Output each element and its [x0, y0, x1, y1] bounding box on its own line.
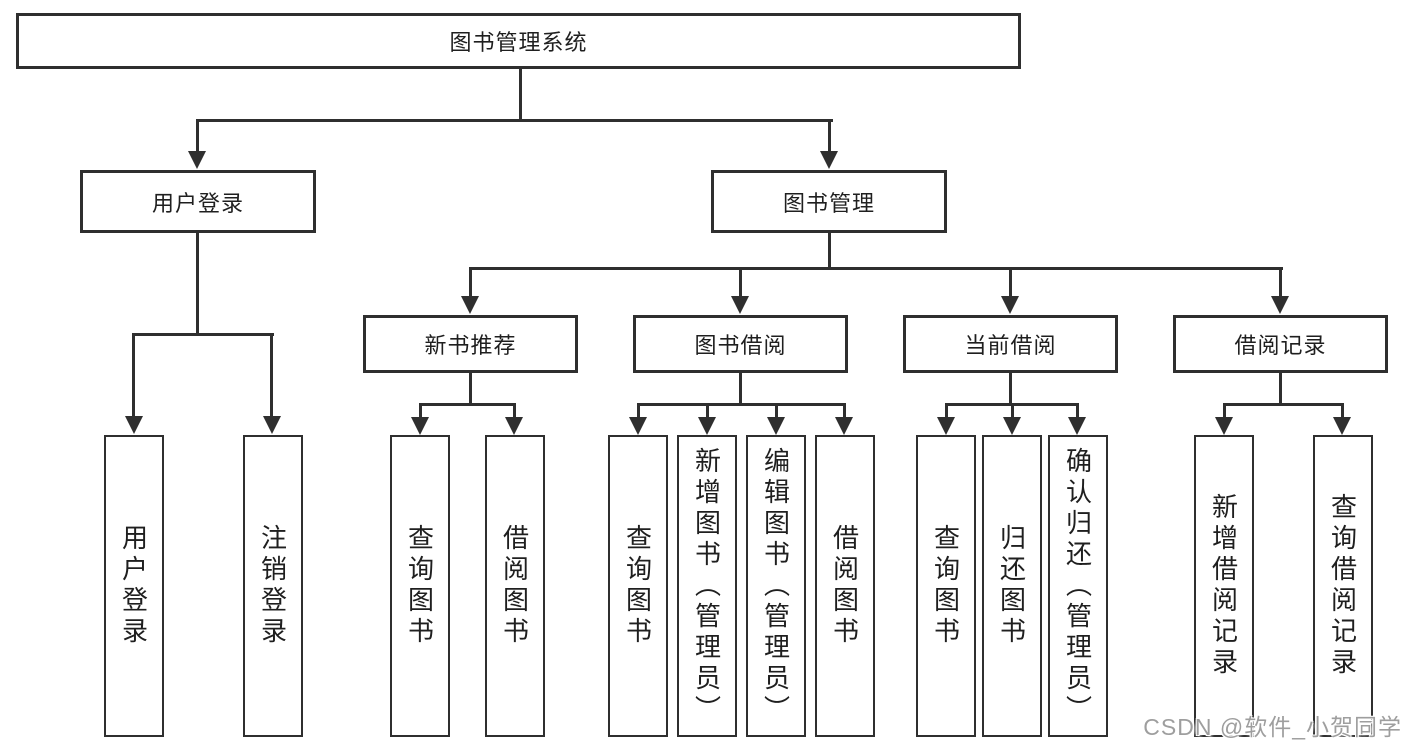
leaf-add-book-admin: 新增图书（管理员）: [677, 435, 737, 737]
node-label: 当前借阅: [964, 333, 1057, 358]
leaf-add-borrow-record: 新增借阅记录: [1194, 435, 1254, 737]
leaf-query-borrow-record: 查询借阅记录: [1313, 435, 1373, 737]
leaf-borrow-books-recommend: 借阅图书: [485, 435, 545, 737]
leaf-edit-book-admin: 编辑图书（管理员）: [746, 435, 806, 737]
connector-user-login-trunk: [196, 232, 199, 335]
connector-trunk: [739, 372, 742, 405]
node-user-login: 用户登录: [80, 170, 316, 233]
connector-level2-branch: [196, 119, 833, 122]
leaf-confirm-return-admin: 确认归还（管理员）: [1048, 435, 1108, 737]
arrow-down-icon: [767, 417, 785, 435]
leaf-label: 注销登录: [257, 524, 288, 648]
connector-drop-leaf: [637, 403, 640, 419]
node-borrowing-records: 借阅记录: [1173, 315, 1388, 373]
leaf-label: 借阅图书: [829, 524, 860, 648]
arrow-down-icon: [629, 417, 647, 435]
connector-drop-module: [739, 267, 742, 297]
connector-branch: [1223, 403, 1344, 406]
leaf-logout: 注销登录: [243, 435, 303, 737]
leaf-borrow-books: 借阅图书: [815, 435, 875, 737]
connector-root-trunk: [519, 66, 522, 122]
connector-drop-module: [1009, 267, 1012, 297]
leaf-label: 确认归还（管理员）: [1062, 446, 1093, 726]
connector-drop-leaf: [775, 403, 778, 419]
connector-level3-branch: [469, 267, 1283, 270]
connector-drop-leaf: [132, 333, 135, 417]
leaf-label: 用户登录: [118, 524, 149, 648]
leaf-query-books-current: 查询图书: [916, 435, 976, 737]
watermark-csdn: CSDN @软件_小贺同学: [1143, 714, 1402, 740]
connector-trunk: [1009, 372, 1012, 405]
node-book-management-label: 图书管理: [782, 190, 875, 216]
connector-user-login-branch: [132, 333, 274, 336]
connector-branch: [419, 403, 516, 406]
arrow-down-icon: [1068, 417, 1086, 435]
connector-trunk: [1279, 372, 1282, 405]
leaf-label: 归还图书: [996, 524, 1027, 648]
connector-drop-leaf: [843, 403, 846, 419]
leaf-label: 编辑图书（管理员）: [760, 446, 791, 726]
connector-drop-leaf: [513, 403, 516, 419]
node-book-borrowing: 图书借阅: [633, 315, 848, 373]
node-user-login-label: 用户登录: [151, 190, 244, 216]
node-book-management: 图书管理: [711, 170, 947, 233]
connector-drop-module: [469, 267, 472, 297]
arrow-down-icon: [411, 417, 429, 435]
connector-drop-leaf: [1341, 403, 1344, 419]
node-label: 新书推荐: [424, 333, 517, 358]
root-node-label: 图书管理系统: [449, 30, 588, 55]
connector-drop-user-login: [196, 119, 199, 152]
arrow-down-icon: [835, 417, 853, 435]
node-label: 图书借阅: [694, 333, 787, 358]
connector-drop-leaf: [706, 403, 709, 419]
arrow-down-icon: [188, 151, 206, 169]
node-label: 借阅记录: [1234, 333, 1327, 358]
leaf-label: 查询图书: [930, 524, 961, 648]
arrow-down-icon: [731, 296, 749, 314]
connector-drop-leaf: [419, 403, 422, 419]
leaf-label: 借阅图书: [499, 524, 530, 648]
leaf-user-login: 用户登录: [104, 435, 164, 737]
connector-trunk: [469, 372, 472, 405]
arrow-down-icon: [1333, 417, 1351, 435]
leaf-label: 查询图书: [622, 524, 653, 648]
leaf-query-books-recommend: 查询图书: [390, 435, 450, 737]
arrow-down-icon: [125, 416, 143, 434]
arrow-down-icon: [263, 416, 281, 434]
connector-drop-module: [1279, 267, 1282, 297]
connector-branch: [637, 403, 846, 406]
connector-drop-leaf: [945, 403, 948, 419]
leaf-query-books-borrow: 查询图书: [608, 435, 668, 737]
node-library-management-system: 图书管理系统: [16, 13, 1021, 69]
arrow-down-icon: [698, 417, 716, 435]
arrow-down-icon: [1003, 417, 1021, 435]
arrow-down-icon: [937, 417, 955, 435]
node-new-book-recommendation: 新书推荐: [363, 315, 578, 373]
leaf-label: 查询借阅记录: [1327, 493, 1358, 679]
leaf-label: 查询图书: [404, 524, 435, 648]
leaf-label: 新增借阅记录: [1208, 493, 1239, 679]
arrow-down-icon: [1271, 296, 1289, 314]
connector-drop-leaf: [1076, 403, 1079, 419]
arrow-down-icon: [1001, 296, 1019, 314]
node-current-borrowing: 当前借阅: [903, 315, 1118, 373]
connector-drop-leaf: [270, 333, 273, 417]
leaf-return-books: 归还图书: [982, 435, 1042, 737]
arrow-down-icon: [505, 417, 523, 435]
connector-drop-book-management: [828, 119, 831, 152]
connector-book-management-trunk: [828, 232, 831, 270]
connector-drop-leaf: [1011, 403, 1014, 419]
connector-drop-leaf: [1223, 403, 1226, 419]
leaf-label: 新增图书（管理员）: [691, 446, 722, 726]
arrow-down-icon: [461, 296, 479, 314]
arrow-down-icon: [1215, 417, 1233, 435]
arrow-down-icon: [820, 151, 838, 169]
